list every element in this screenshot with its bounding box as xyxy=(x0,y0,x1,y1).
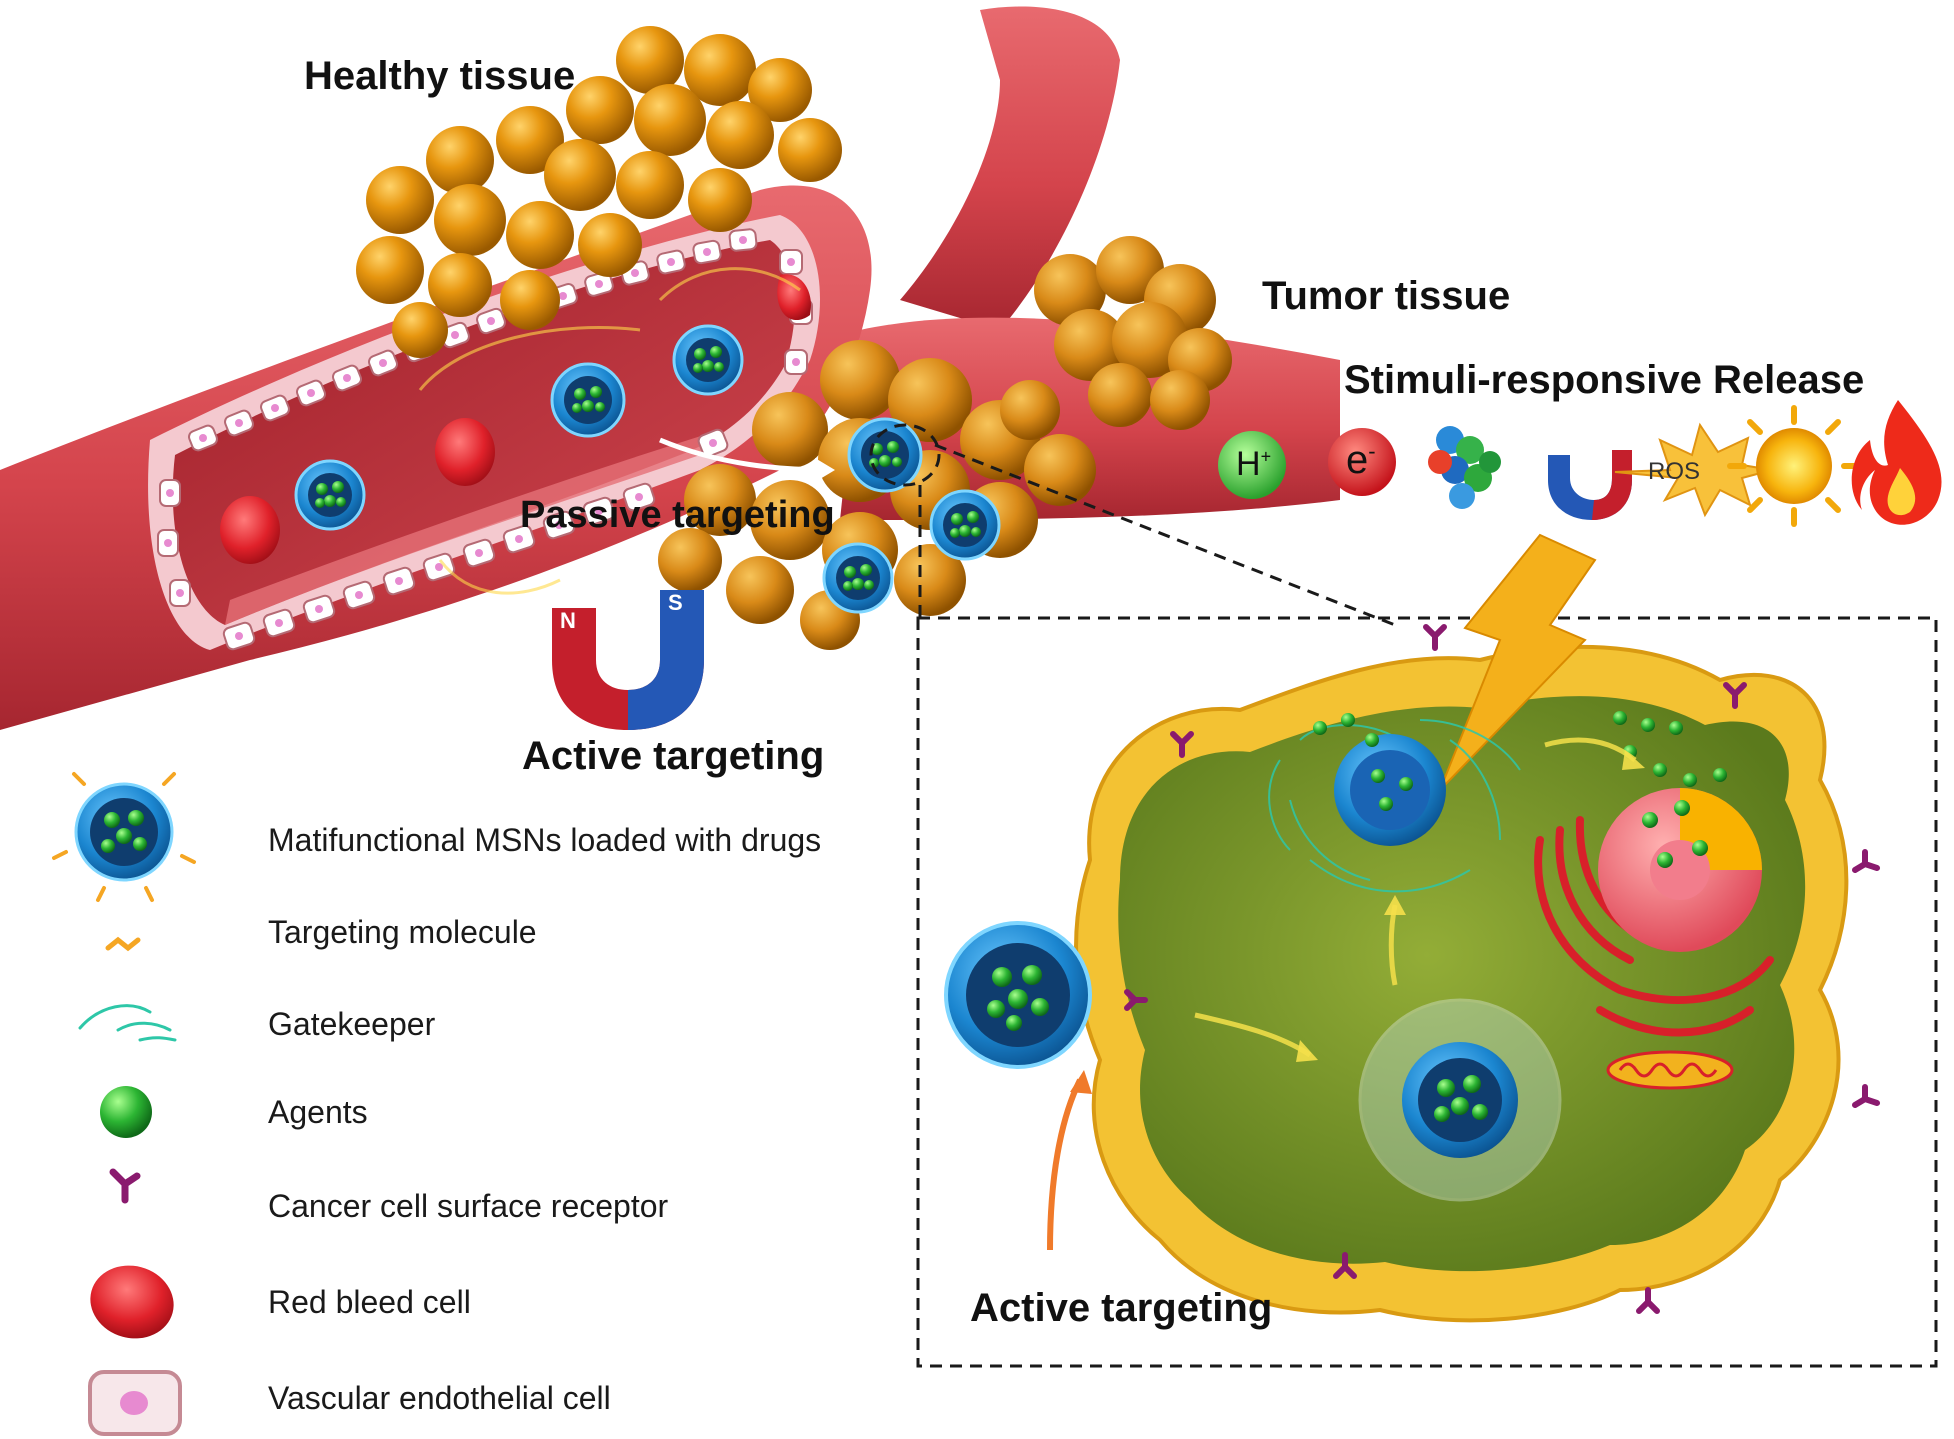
endothelial-cells-bottom xyxy=(157,428,729,651)
receptor-icon xyxy=(109,1168,141,1204)
stimulus-ros: ROS xyxy=(1648,458,1701,485)
active-targeting-arrow-cell xyxy=(1047,1078,1083,1251)
tumor-tissue-cluster xyxy=(658,236,1232,650)
magnet-icon xyxy=(552,590,704,730)
stimulus-electron: e- xyxy=(1346,438,1376,482)
agent-sphere-icon xyxy=(100,1086,152,1138)
nanoparticle-binding xyxy=(944,921,1092,1069)
nanoparticle-endosome xyxy=(1358,998,1562,1202)
passive-targeting-arrowhead xyxy=(815,458,835,482)
stimuli-icons xyxy=(1218,400,1942,527)
magnet-south-label: S xyxy=(668,590,683,615)
active-targeting-arrowhead-cell xyxy=(1070,1070,1092,1094)
gatekeeper-strands xyxy=(1268,719,1521,893)
lightning-bolt-icon xyxy=(1439,533,1597,791)
healthy-tissue-cluster xyxy=(356,26,842,358)
msn-nanoparticle-icon xyxy=(52,772,196,902)
nanoparticles-in-vessel xyxy=(294,324,744,531)
legend-text-endothelial-cell: Vascular endothelial cell xyxy=(268,1380,611,1416)
surface-receptors xyxy=(1124,624,1880,1314)
targeting-molecule-icon xyxy=(105,936,141,952)
legend-text-receptor: Cancer cell surface receptor xyxy=(268,1188,669,1224)
ros-burst-icon xyxy=(1614,422,1773,518)
label-active-targeting-cell: Active targeting xyxy=(970,1286,1273,1330)
label-stimuli-release: Stimuli-responsive Release xyxy=(1344,358,1865,402)
red-blood-cell-icon xyxy=(90,1265,174,1339)
legend-text-gatekeeper: Gatekeeper xyxy=(268,1006,436,1042)
legend-text-agents: Agents xyxy=(268,1094,368,1130)
legend-text-red-blood-cell: Red bleed cell xyxy=(268,1284,471,1320)
passive-targeting-arrow xyxy=(659,437,831,473)
heat-flame-icon xyxy=(1851,400,1942,525)
label-tumor-tissue: Tumor tissue xyxy=(1262,274,1511,318)
label-healthy-tissue: Healthy tissue xyxy=(304,54,576,98)
stimulus-proton: H+ xyxy=(1236,445,1272,483)
mitochondrion xyxy=(1606,1050,1734,1090)
nanoparticle-releasing xyxy=(1334,734,1446,846)
red-blood-cells xyxy=(220,274,811,564)
enzyme-icon xyxy=(1428,426,1501,509)
free-agents xyxy=(1313,711,1727,787)
motion-arcs xyxy=(418,267,801,595)
label-active-targeting-magnet: Active targeting xyxy=(522,734,825,778)
magnet-north-label: N xyxy=(560,608,576,633)
uptake-arrowheads xyxy=(1296,750,1645,1062)
legend-text-msn: Matifunctional MSNs loaded with drugs xyxy=(268,822,822,858)
legend-icons xyxy=(52,772,196,1436)
gatekeeper-icon xyxy=(78,1004,177,1042)
nucleus xyxy=(1598,788,1762,952)
endothelial-cell-icon xyxy=(88,1370,182,1436)
light-icon xyxy=(1727,405,1861,527)
magnetic-field-icon xyxy=(1548,450,1632,520)
legend-text-targeting-molecule: Targeting molecule xyxy=(268,914,537,950)
zoom-callout xyxy=(869,423,1938,1368)
label-passive-targeting: Passive targeting xyxy=(520,494,835,536)
